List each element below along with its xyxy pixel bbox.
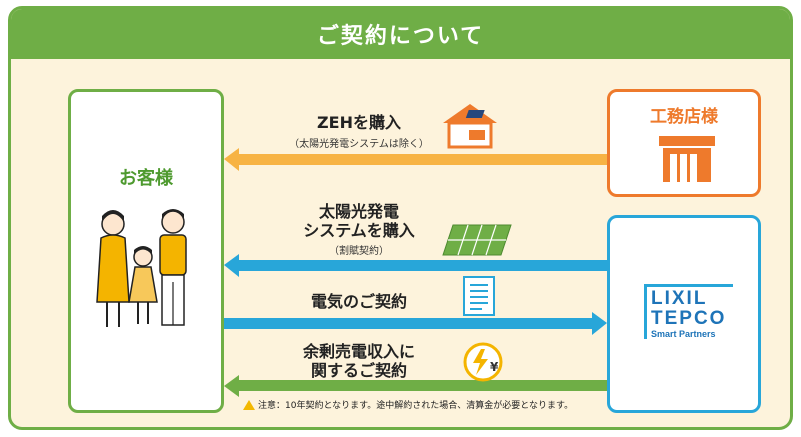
surplus-label-1: 余剰売電収入に	[302, 342, 415, 361]
electric-arrow	[224, 312, 607, 335]
family-illustration	[96, 209, 187, 327]
customer-label: お客様	[119, 168, 173, 189]
lixil-tepco-box: LIXIL TEPCO Smart Partners	[607, 215, 761, 413]
header-bar: ご契約について	[11, 9, 790, 59]
solar-panel-icon	[442, 224, 512, 256]
zeh-label: ZEHを購入	[317, 113, 401, 132]
contract-diagram: ご契約について お客様 工務店様	[8, 6, 793, 430]
shop-icon	[659, 136, 715, 182]
notice: 注意：10年契約となります。途中解約された場合、清算金が必要となります。	[243, 398, 573, 411]
yen-lightning-icon: ¥	[463, 342, 503, 382]
notice-text: 注意：10年契約となります。途中解約された場合、清算金が必要となります。	[258, 401, 574, 411]
solar-label-1: 太陽光発電	[318, 202, 399, 221]
zeh-sub: （太陽光発電システムは除く）	[289, 139, 429, 150]
logo-sub: Smart Partners	[651, 329, 716, 339]
logo-line1: LIXIL	[651, 288, 708, 309]
solar-sub: （割賦契約）	[329, 246, 389, 257]
zeh-arrow	[224, 148, 607, 171]
surplus-label-2: 関するご契約	[310, 361, 407, 380]
svg-text:¥: ¥	[490, 360, 499, 374]
house-icon	[443, 104, 497, 149]
page-title: ご契約について	[316, 24, 485, 49]
builder-label: 工務店様	[650, 107, 718, 127]
solar-label-2: システムを購入	[303, 221, 415, 240]
customer-box: お客様	[68, 89, 224, 413]
warning-icon	[243, 399, 255, 410]
logo-line2: TEPCO	[651, 308, 727, 329]
builder-box: 工務店様	[607, 89, 761, 197]
lixil-logo: LIXIL TEPCO Smart Partners	[644, 284, 733, 339]
electric-label: 電気のご契約	[310, 292, 407, 311]
solar-arrow	[224, 254, 607, 277]
document-icon	[463, 276, 495, 316]
